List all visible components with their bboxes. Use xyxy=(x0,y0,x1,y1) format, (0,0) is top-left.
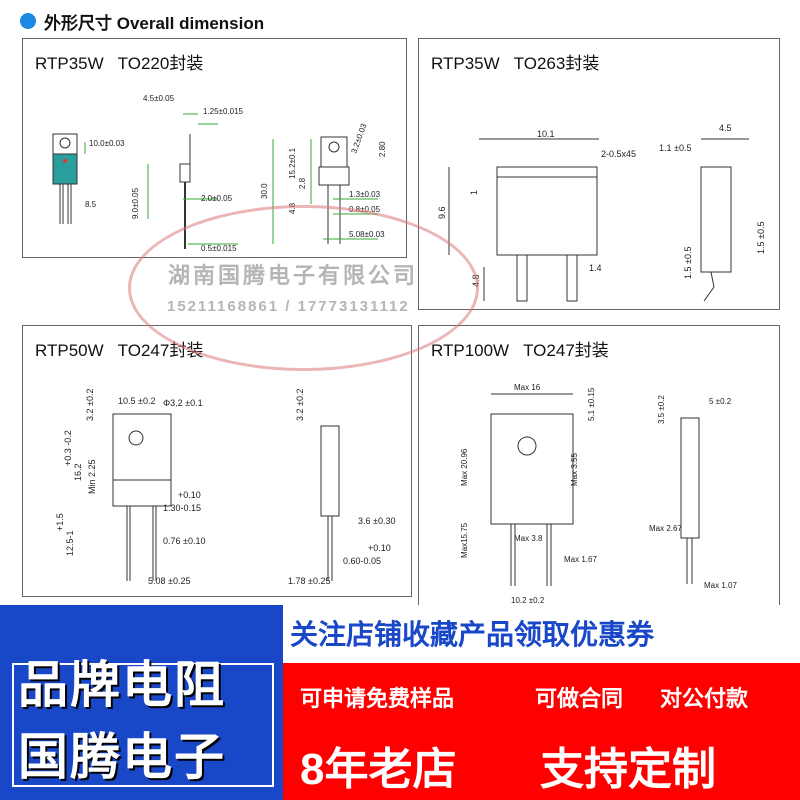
promo-banner: 品牌电阻 国腾电子 关注店铺收藏产品领取优惠券 可申请免费样品 可做合同 对公付… xyxy=(0,605,800,800)
dim-label: 3.2 ±0.2 xyxy=(295,389,305,421)
payment-text: 对公付款 xyxy=(660,686,749,711)
watermark-ellipse xyxy=(128,205,479,371)
panel-title: RTP35W TO220封装 xyxy=(35,49,217,74)
dim-label: Max 2.67 xyxy=(649,524,682,533)
dim-label: +0.3 -0.2 xyxy=(63,430,73,466)
dim-label: 1.5 ±0.5 xyxy=(683,247,693,279)
dim-label: 1.25±0.015 xyxy=(203,107,244,116)
to247-50w-drawing: 10.5 ±0.2 Φ3.2 ±0.1 3.2 ±0.2 +0.3 -0.2 1… xyxy=(55,389,395,586)
dim-label: 30.0 xyxy=(260,183,269,199)
dim-label: 3.2 ±0.2 xyxy=(85,389,95,421)
to247-100w-drawing: Max 16 5.1 ±0.15 Max 20.96 Max 3.55 Max1… xyxy=(460,383,737,605)
dim-label: Max 1.67 xyxy=(564,555,597,564)
dim-label: 2-0.5x45 xyxy=(601,149,636,159)
package-label: TO220封装 xyxy=(117,54,204,73)
model-label: RTP35W xyxy=(431,54,500,73)
dim-label: 0.76 ±0.10 xyxy=(163,536,205,546)
package-label: TO263封装 xyxy=(513,54,600,73)
dim-label: 9.6 xyxy=(437,206,447,219)
panel-title: RTP35W TO263封装 xyxy=(431,49,613,74)
dim-label: Min 2.25 xyxy=(87,459,97,494)
dim-label: 1.5 ±0.5 xyxy=(756,222,766,254)
dim-label: 10.0±0.03 xyxy=(89,139,125,148)
dim-label: Max 1.07 xyxy=(704,581,737,590)
dim-label: 5 ±0.2 xyxy=(709,397,732,406)
dim-label: 10.2 ±0.2 xyxy=(511,596,545,605)
dim-label: Max 20.96 xyxy=(460,448,469,486)
promo-text: 关注店铺收藏产品领取优惠券 xyxy=(290,619,655,650)
watermark-phones: 15211168861 / 17773131112 xyxy=(167,298,410,315)
to263-drawing: 10.1 2-0.5x45 1 9.6 4.8 1.4 4.5 1.1 ±0.5… xyxy=(437,123,766,302)
dim-label: 2.0±0.05 xyxy=(201,194,233,203)
dim-label: 16.2 xyxy=(73,463,83,481)
promo-strip xyxy=(283,605,800,663)
dim-label: 1 xyxy=(469,190,479,195)
dim-label: 5.1 ±0.15 xyxy=(587,387,596,421)
dim-label: 1.4 xyxy=(589,263,602,273)
dim-label: Max 3.8 xyxy=(514,534,543,543)
brand-block xyxy=(0,605,290,800)
dim-label: 10.5 ±0.2 xyxy=(118,396,155,406)
dim-label: +1.5 xyxy=(55,513,65,531)
customize-text: 支持定制 xyxy=(540,745,716,794)
dim-label: 2.8 xyxy=(298,177,307,189)
section-header: 外形尺寸 Overall dimension xyxy=(20,8,264,34)
panel-title: RTP100W TO247封装 xyxy=(431,336,623,361)
brand-line-2: 国腾电子 xyxy=(18,729,226,785)
dim-label: +0.10 xyxy=(178,490,201,500)
dim-label: 15.2±0.1 xyxy=(288,147,297,179)
dim-label: Φ3.2 ±0.1 xyxy=(163,398,203,408)
dim-label: 1.1 ±0.5 xyxy=(659,143,691,153)
contract-text: 可做合同 xyxy=(535,686,624,711)
panel-rtp100w-to247: RTP100W TO247封装 Max 16 5.1 ±0.15 Max 20.9… xyxy=(418,325,780,612)
model-label: RTP100W xyxy=(431,341,510,360)
dim-label: 1.30-0.15 xyxy=(163,503,201,513)
dim-label: 3.2±0.03 xyxy=(349,122,368,155)
dim-label: 2.80 xyxy=(378,141,387,157)
dim-label: 8.5 xyxy=(85,200,97,209)
dim-label: 10.1 xyxy=(537,129,555,139)
dim-label: 3.6 ±0.30 xyxy=(358,516,395,526)
dim-label: Max 3.55 xyxy=(570,453,579,486)
dim-label: 4.5±0.05 xyxy=(143,94,175,103)
dim-label: 1.78 ±0.25 xyxy=(288,576,330,586)
dim-label: 3.5 ±0.2 xyxy=(657,395,666,424)
dim-label: 1.3±0.03 xyxy=(349,190,381,199)
package-label: TO247封装 xyxy=(523,341,609,360)
dim-label: Max 16 xyxy=(514,383,541,392)
model-label: RTP35W xyxy=(35,54,104,73)
brand-line-1: 品牌电阻 xyxy=(18,657,226,713)
watermark-company: 湖南国腾电子有限公司 xyxy=(168,263,419,288)
bullet-icon xyxy=(20,13,36,29)
dim-label: 9.0±0.05 xyxy=(131,187,140,219)
dim-label: 5.08 ±0.25 xyxy=(148,576,190,586)
dim-label: +0.10 xyxy=(368,543,391,553)
brand-frame xyxy=(12,663,274,787)
store-age-text: 8年老店 xyxy=(300,745,457,794)
dim-label: 12.5-1 xyxy=(65,530,75,556)
section-title: 外形尺寸 Overall dimension xyxy=(44,13,265,33)
free-sample-text: 可申请免费样品 xyxy=(300,686,455,711)
dim-label: 0.60-0.05 xyxy=(343,556,381,566)
panel-rtp35w-to263: RTP35W TO263封装 10.1 2-0.5x45 1 9.6 4.8 1.… xyxy=(418,38,780,310)
dim-label: Max15.75 xyxy=(460,522,469,558)
dim-label: 4.5 xyxy=(719,123,732,133)
model-label: RTP50W xyxy=(35,341,104,360)
